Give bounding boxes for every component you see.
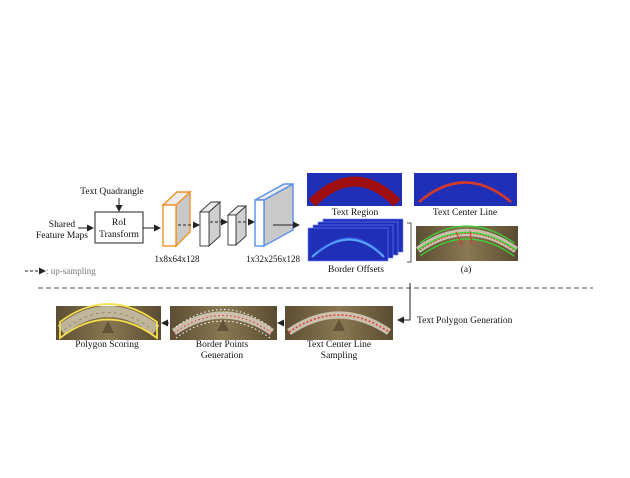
- feature-block-blue: [254, 182, 294, 248]
- dim-small-label: 1x8x64x128: [155, 254, 201, 264]
- legend-upsampling-label: : up-sampling: [46, 266, 96, 276]
- shared-label-line2: Feature Maps: [36, 231, 88, 241]
- border-offsets-label: Border Offsets: [328, 264, 384, 275]
- border-offsets-maps: [307, 218, 404, 262]
- roi-label-line1: RoI: [112, 218, 126, 228]
- border-points-label-line1: Border Points: [196, 340, 249, 350]
- border-points-label-line2: Generation: [201, 351, 243, 361]
- text-region-label: Text Region: [332, 208, 379, 218]
- roi-label-line2: Transform: [99, 229, 139, 240]
- down-connector: [406, 283, 411, 321]
- feature-block-orange: [161, 190, 192, 248]
- feature-block-gray-2: [226, 204, 248, 247]
- tcl-sampling-label-line2: Sampling: [321, 351, 358, 361]
- feature-block-gray-1: [198, 200, 222, 248]
- tcl-sampling-label-line1: Text Center Line: [307, 340, 371, 350]
- text-polygon-generation-label: Text Polygon Generation: [417, 316, 513, 326]
- tcl-sampling-photo: [285, 306, 393, 340]
- polygon-scoring-label: Polygon Scoring: [75, 340, 139, 350]
- output-bracket: [407, 222, 412, 263]
- text-center-line-label: Text Center Line: [433, 208, 497, 218]
- border-points-photo: [170, 306, 277, 340]
- text-quadrangle-label: Text Quadrangle: [80, 187, 143, 197]
- text-center-line-map: [414, 173, 517, 206]
- polygon-scoring-photo: [56, 303, 161, 340]
- text-region-map: [307, 173, 402, 207]
- panel-a-label: (a): [461, 264, 472, 275]
- panel-a-photo: [415, 225, 519, 261]
- shared-label-line1: Shared: [49, 220, 76, 230]
- dim-large-label: 1x32x256x128: [246, 254, 301, 264]
